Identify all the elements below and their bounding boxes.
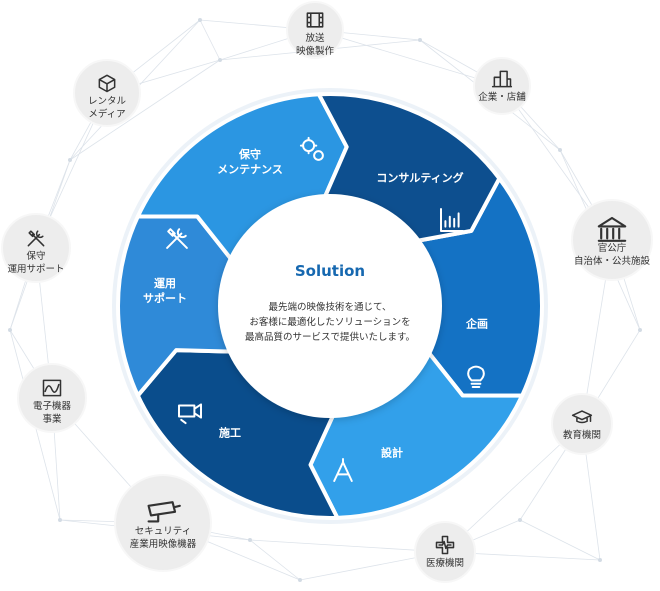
node-label-line: 電子機器 <box>32 401 72 412</box>
node-label-line: 官公庁 <box>597 243 627 254</box>
network-line <box>519 519 601 561</box>
network-dot <box>68 158 72 162</box>
node-circle-electronics <box>17 363 87 433</box>
network-dot <box>418 38 422 42</box>
node-label-line: 事業 <box>42 414 62 425</box>
node-label-line: レンタル <box>87 96 127 107</box>
network-dot <box>598 558 602 562</box>
segment-label-line: 保守 <box>239 148 261 161</box>
node-label-line: セキュリティ <box>134 526 192 537</box>
node-circle-education <box>551 393 613 455</box>
network-line <box>199 19 221 61</box>
segment-label-maintenance: 保守メンテナンス <box>217 147 283 177</box>
network-dot <box>638 328 642 332</box>
government-building-icon <box>597 216 627 242</box>
center-circle <box>218 194 442 418</box>
segment-label-line: 企画 <box>466 317 488 331</box>
node-label-electronics: 電子機器事業 <box>33 400 71 426</box>
node-circle-medical <box>414 521 476 583</box>
segment-label-planning: 企画 <box>466 317 488 332</box>
network-dot <box>198 18 202 22</box>
center-title: Solution <box>294 262 366 280</box>
node-label-line: 自治体・公共施設 <box>573 256 651 267</box>
node-label-line: 教育機関 <box>562 430 602 441</box>
node-label-line: 放送 <box>305 33 325 44</box>
compass-icon <box>333 458 353 482</box>
security-camera-icon <box>147 501 181 523</box>
network-line <box>69 59 221 161</box>
network-dot <box>298 578 302 582</box>
node-circle-security <box>114 474 212 572</box>
network-dot <box>248 538 252 542</box>
network-dot <box>218 58 222 62</box>
node-label-line: 産業用映像機器 <box>129 539 197 550</box>
network-dot <box>558 148 562 152</box>
node-label-line: 保守 <box>26 251 46 262</box>
center-line: お客様に最適化したソリューションを <box>249 317 411 328</box>
network-line <box>249 539 301 581</box>
oscilloscope-icon <box>42 379 62 397</box>
node-label-broadcast: 放送映像製作 <box>296 32 334 58</box>
node-label-line: 企業・店舗 <box>478 92 526 103</box>
segment-label-line: コンサルティング <box>376 171 464 185</box>
tools-icon <box>27 230 45 247</box>
bar-chart-icon <box>440 208 464 232</box>
center-line: 最先端の映像技術を通じて、 <box>268 302 392 313</box>
segment-label-consulting: コンサルティング <box>376 171 463 186</box>
node-label-line: メディア <box>88 109 126 120</box>
box-icon <box>98 74 116 93</box>
segment-label-line: メンテナンス <box>217 163 283 176</box>
lightbulb-icon <box>467 365 485 388</box>
node-label-ops-support: 保守運用サポート <box>7 250 64 276</box>
segment-label-operation: 運用サポート <box>143 276 187 306</box>
segment-label-design: 設計 <box>381 446 403 461</box>
node-label-line: 映像製作 <box>295 46 335 57</box>
center-description: 最先端の映像技術を通じて、 お客様に最適化したソリューションを 最高品質のサービ… <box>245 300 415 345</box>
network-line <box>249 539 446 553</box>
network-dot <box>518 518 522 522</box>
network-line <box>444 423 583 553</box>
segment-label-line: 設計 <box>381 446 403 460</box>
node-label-security: セキュリティ産業用映像機器 <box>130 525 197 551</box>
node-label-rental: レンタルメディア <box>88 95 126 121</box>
buildings-icon <box>491 70 513 88</box>
node-label-government: 官公庁自治体・公共施設 <box>574 242 650 268</box>
node-label-line: 医療機関 <box>425 558 465 569</box>
node-label-enterprise: 企業・店舗 <box>478 91 526 104</box>
camera-icon <box>178 403 202 425</box>
network-line <box>314 29 503 87</box>
node-circle-broadcast <box>286 1 344 59</box>
center-line: 最高品質のサービスで提供いたします。 <box>244 332 416 343</box>
medical-cross-icon <box>435 535 455 555</box>
segment-label-line: 施工 <box>219 426 241 440</box>
segment-label-construction: 施工 <box>219 426 241 441</box>
node-label-medical: 医療機関 <box>426 557 464 570</box>
tools-icon <box>166 228 188 249</box>
node-label-line: 運用サポート <box>7 264 65 275</box>
node-circle-ops-support <box>1 213 71 283</box>
node-label-education: 教育機関 <box>563 429 601 442</box>
network-dot <box>58 518 62 522</box>
segment-label-line: 運用 <box>154 277 176 290</box>
gears-icon <box>299 136 324 161</box>
film-icon <box>306 12 324 28</box>
network-dot <box>8 328 12 332</box>
graduation-cap-icon <box>571 410 593 424</box>
node-circle-rental <box>73 59 141 127</box>
segment-label-line: サポート <box>143 292 187 305</box>
